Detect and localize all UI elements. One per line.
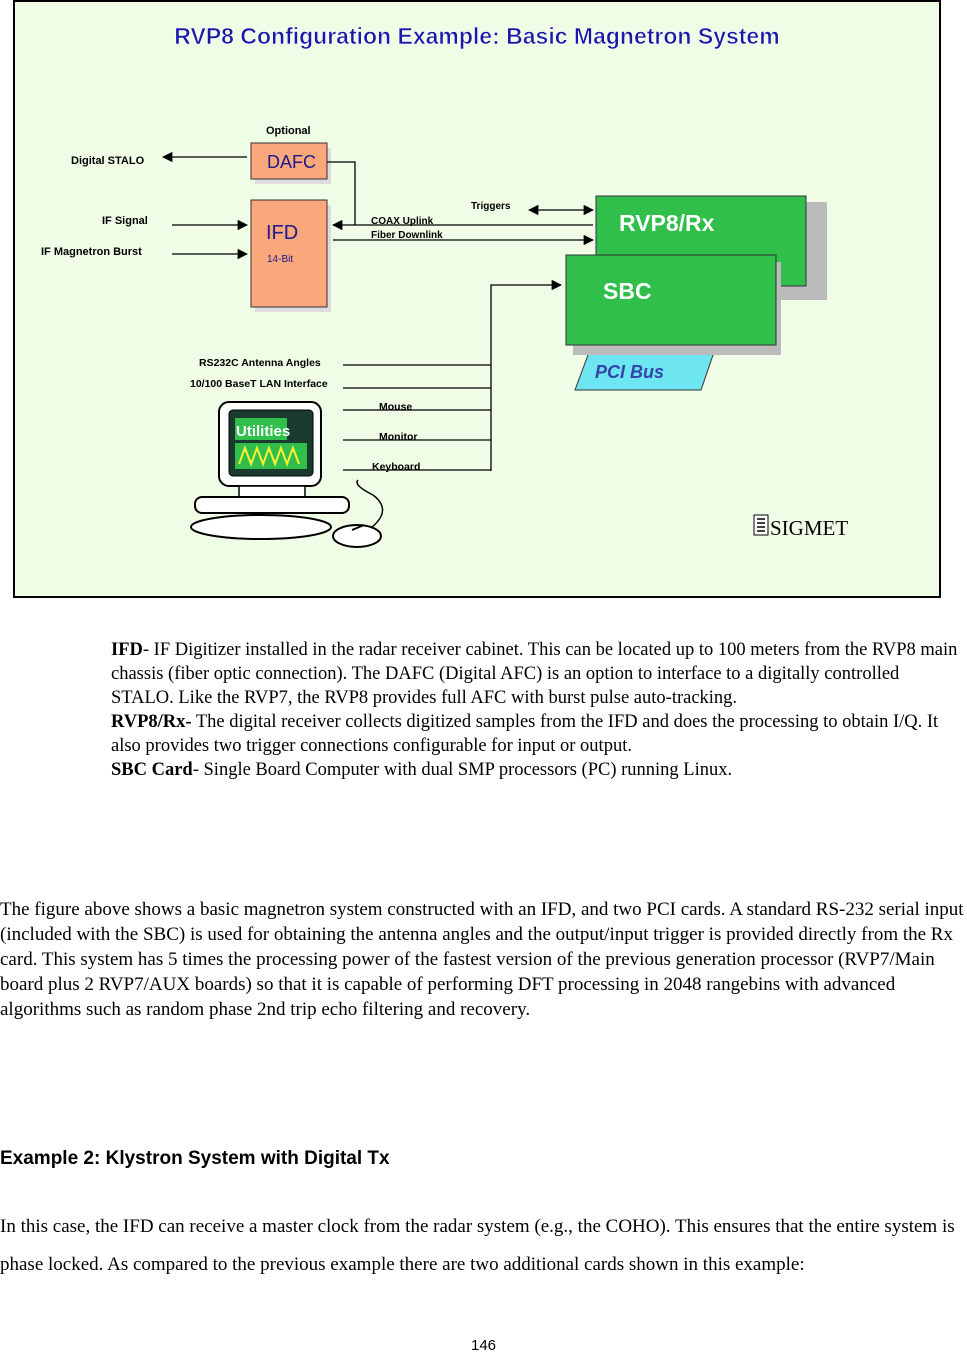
body-paragraph: The figure above shows a basic magnetron… <box>0 899 964 1020</box>
section-heading: Example 2: Klystron System with Digital … <box>0 1148 390 1169</box>
system-diagram: RVP8 Configuration Example: Basic Magnet… <box>13 0 941 598</box>
definitions-list: IFD- IF Digitizer installed in the radar… <box>111 638 963 782</box>
logo-text: SIGMET <box>770 516 848 540</box>
dafc-box <box>250 142 328 180</box>
dafc-label: DAFC <box>267 152 316 172</box>
label-optional: Optional <box>266 125 311 137</box>
definition-ifd: IFD- IF Digitizer installed in the radar… <box>111 638 963 710</box>
definition-text: The digital receiver collects digitized … <box>111 712 939 756</box>
definition-rvp8rx: RVP8/Rx- The digital receiver collects d… <box>111 710 963 758</box>
label-keyboard: Keyboard <box>372 461 420 473</box>
sbc-label: SBC <box>603 278 652 304</box>
label-mouse: Mouse <box>379 401 412 413</box>
definition-term: RVP8/Rx- <box>111 712 192 732</box>
sbc-card <box>565 254 777 346</box>
label-digital-stalo: Digital STALO <box>71 155 145 167</box>
definition-term: SBC Card <box>111 760 193 780</box>
sigmet-logo: SIGMET <box>753 514 848 540</box>
label-if-burst: IF Magnetron Burst <box>41 246 142 258</box>
rvp8rx-label: RVP8/Rx <box>619 210 715 236</box>
diagram-title: RVP8 Configuration Example: Basic Magnet… <box>174 23 779 49</box>
computer-icon: Utilities <box>190 401 384 548</box>
definition-sbc: SBC Card- Single Board Computer with dua… <box>111 758 963 782</box>
label-rs232: RS232C Antenna Angles <box>199 357 321 369</box>
definition-term: IFD <box>111 640 143 660</box>
definition-text: - IF Digitizer installed in the radar re… <box>111 640 958 708</box>
label-if-signal: IF Signal <box>102 215 148 227</box>
ifd-bits-label: 14-Bit <box>267 254 293 265</box>
label-triggers: Triggers <box>471 201 511 212</box>
ifd-box <box>250 199 328 308</box>
utilities-label: Utilities <box>236 423 290 440</box>
pci-bus-label: PCI Bus <box>595 362 664 382</box>
label-coax-uplink: COAX Uplink <box>371 216 434 227</box>
label-fiber-downlink: Fiber Downlink <box>371 230 443 241</box>
label-lan: 10/100 BaseT LAN Interface <box>190 378 328 390</box>
page-number: 146 <box>470 1337 497 1354</box>
body-paragraph-2: In this case, the IFD can receive a mast… <box>0 1216 955 1275</box>
definition-text: - Single Board Computer with dual SMP pr… <box>192 760 733 780</box>
ifd-label: IFD <box>266 222 298 244</box>
label-monitor: Monitor <box>379 431 418 443</box>
